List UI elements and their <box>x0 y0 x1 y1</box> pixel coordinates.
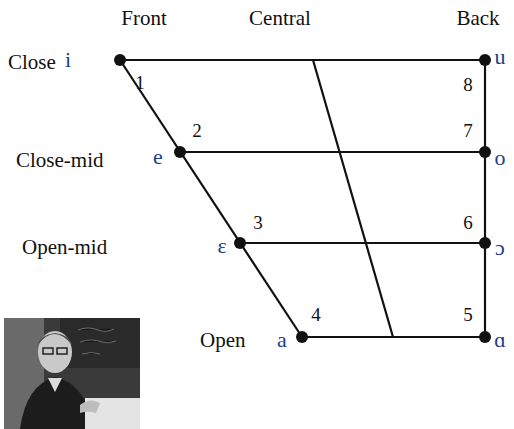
callout-number: 6 <box>463 213 473 232</box>
row-heading: Close-mid <box>16 150 104 171</box>
vowel-symbol: a <box>277 329 287 351</box>
portrait-photo <box>4 318 140 429</box>
row-heading: Open-mid <box>22 237 107 258</box>
column-heading: Front <box>121 8 167 29</box>
column-heading: Central <box>249 8 311 29</box>
vowel-symbol: u <box>495 46 506 68</box>
callout-number: 3 <box>253 213 263 232</box>
vowel-symbol: i <box>65 49 71 71</box>
vowel-symbol: e <box>153 146 163 168</box>
callout-number: 1 <box>135 73 145 92</box>
callout-number: 7 <box>463 121 473 140</box>
vowel-symbol: ɑ <box>494 329 506 351</box>
callout-number: 5 <box>463 305 473 324</box>
row-heading: Close <box>8 52 56 73</box>
callout-number: 8 <box>463 75 473 94</box>
column-heading: Back <box>456 8 499 29</box>
row-heading: Open <box>200 330 246 351</box>
vowel-symbol: o <box>495 147 506 169</box>
vowel-symbol: ɛ <box>217 235 226 257</box>
callout-number: 2 <box>192 121 202 140</box>
callout-number: 4 <box>311 305 321 324</box>
vowel-symbol: ɔ <box>495 237 505 259</box>
